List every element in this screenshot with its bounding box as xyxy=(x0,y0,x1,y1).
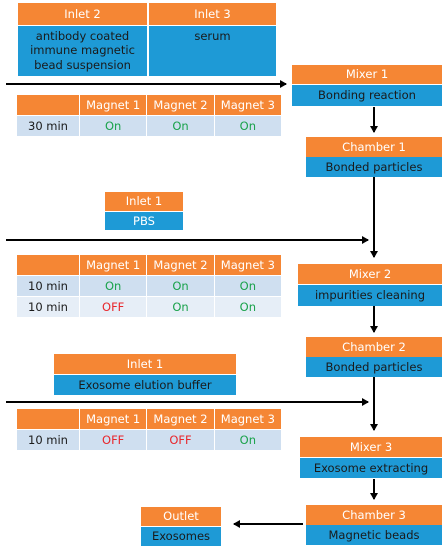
table-header-row: Magnet 1 Magnet 2 Magnet 3 xyxy=(17,409,281,429)
table-row: 10 min OFF OFF On xyxy=(17,430,281,450)
inlet1-pbs-header: Inlet 1 xyxy=(105,192,183,211)
chamber1-content: Bonded particles xyxy=(306,157,442,177)
inlet1-elution-header: Inlet 1 xyxy=(54,354,236,374)
table-header-magnet1: Magnet 1 xyxy=(80,95,147,115)
mixer3-content: Exosome extracting xyxy=(300,458,442,478)
magnet-table-2: Magnet 1 Magnet 2 Magnet 3 10 min On On … xyxy=(16,254,282,318)
mixer2-content: impurities cleaning xyxy=(298,285,442,306)
inlet1-pbs-content: PBS xyxy=(105,212,183,230)
chamber3-header: Chamber 3 xyxy=(306,505,442,525)
table-header-magnet3: Magnet 3 xyxy=(214,255,281,275)
table-header-row: Magnet 1 Magnet 2 Magnet 3 xyxy=(17,95,281,115)
magnet-state: On xyxy=(80,116,147,136)
time-cell: 10 min xyxy=(17,297,79,317)
magnet-state: On xyxy=(214,297,281,317)
mixer2-header: Mixer 2 xyxy=(298,264,442,284)
table-header-magnet3: Magnet 3 xyxy=(214,409,281,429)
mixer1-header: Mixer 1 xyxy=(292,65,442,84)
magnet-state: On xyxy=(147,297,214,317)
table-row: 10 min OFF On On xyxy=(17,297,281,317)
mixer3-header: Mixer 3 xyxy=(300,437,442,457)
table-header-magnet2: Magnet 2 xyxy=(147,409,214,429)
table-header-magnet1: Magnet 1 xyxy=(80,409,147,429)
table-header-magnet1: Magnet 1 xyxy=(80,255,147,275)
magnet-state: OFF xyxy=(80,430,147,450)
time-cell: 10 min xyxy=(17,430,79,450)
magnet-state: On xyxy=(214,430,281,450)
magnet-state: OFF xyxy=(80,297,147,317)
magnet-state: On xyxy=(80,276,147,296)
chamber3-content: Magnetic beads xyxy=(306,525,442,545)
magnet-state: On xyxy=(214,276,281,296)
inlet3-header: Inlet 3 xyxy=(149,3,276,25)
time-cell: 30 min xyxy=(17,116,79,136)
inlet2-content: antibody coated immune magnetic bead sus… xyxy=(18,26,147,76)
table-corner xyxy=(17,95,79,115)
magnet-table-1: Magnet 1 Magnet 2 Magnet 3 30 min On On … xyxy=(16,94,282,137)
mixer1-content: Bonding reaction xyxy=(292,85,442,106)
table-header-magnet3: Magnet 3 xyxy=(214,95,281,115)
chamber2-header: Chamber 2 xyxy=(306,337,442,357)
table-row: 30 min On On On xyxy=(17,116,281,136)
inlet1-elution-content: Exosome elution buffer xyxy=(54,375,236,395)
outlet-content: Exosomes xyxy=(141,527,221,546)
magnet-state: On xyxy=(214,116,281,136)
table-header-magnet2: Magnet 2 xyxy=(147,255,214,275)
table-header-magnet2: Magnet 2 xyxy=(147,95,214,115)
chamber1-header: Chamber 1 xyxy=(306,137,442,157)
outlet-header: Outlet xyxy=(141,507,221,526)
inlet3-content: serum xyxy=(149,26,276,76)
table-header-row: Magnet 1 Magnet 2 Magnet 3 xyxy=(17,255,281,275)
magnet-state: OFF xyxy=(147,430,214,450)
table-row: 10 min On On On xyxy=(17,276,281,296)
magnet-state: On xyxy=(147,116,214,136)
table-corner xyxy=(17,255,79,275)
time-cell: 10 min xyxy=(17,276,79,296)
magnet-state: On xyxy=(147,276,214,296)
table-corner xyxy=(17,409,79,429)
chamber2-content: Bonded particles xyxy=(306,357,442,377)
magnet-table-3: Magnet 1 Magnet 2 Magnet 3 10 min OFF OF… xyxy=(16,408,282,451)
inlet2-header: Inlet 2 xyxy=(18,3,147,25)
